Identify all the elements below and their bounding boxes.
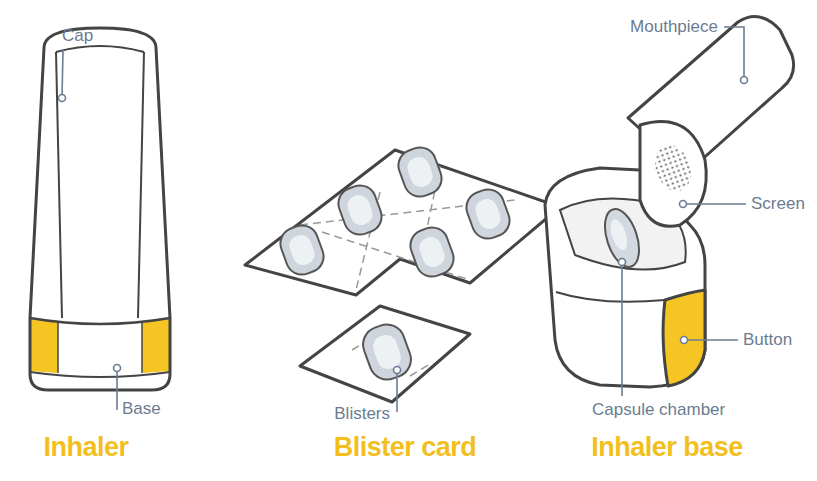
leader-line (62, 50, 63, 98)
part-label: Base (122, 399, 161, 419)
leader-dot (741, 77, 748, 84)
blister-dome (462, 185, 514, 243)
yellow-band (142, 318, 169, 373)
blister-highlight (417, 234, 448, 270)
blister-highlight (345, 192, 376, 228)
leader-dot (680, 201, 687, 208)
leader-dot (619, 259, 626, 266)
leader-line (116, 368, 118, 410)
leader-dot (114, 365, 121, 372)
figure-title: Inhaler base (591, 432, 743, 463)
figure-title: Inhaler (43, 432, 128, 463)
screen-mesh (649, 140, 697, 197)
part-label: Blisters (334, 404, 390, 424)
part-label: Screen (751, 194, 805, 214)
part-label: Mouthpiece (630, 17, 718, 37)
blister (334, 181, 386, 239)
part-label: Button (743, 330, 792, 350)
blister-highlight (370, 332, 404, 372)
part-label: Capsule chamber (592, 400, 725, 420)
cap-face-line (138, 52, 144, 318)
closed-inhaler (30, 28, 170, 390)
inhaler-body-fill (30, 28, 170, 390)
button-shape (663, 290, 705, 386)
capsule-chamber (598, 205, 645, 271)
capsule-chamber-well (598, 205, 645, 271)
blister-card (245, 143, 560, 402)
leader-dot (59, 95, 66, 102)
leader-dot (394, 367, 401, 374)
blister (462, 185, 514, 243)
part-label: Cap (62, 26, 93, 46)
leader-lines (62, 27, 746, 412)
blister-dome (358, 319, 416, 384)
blister-dome (334, 181, 386, 239)
figure-title: Blister card (334, 432, 477, 463)
screen-lid (640, 122, 706, 227)
blister-highlight (405, 154, 436, 190)
blister-dome (276, 221, 328, 279)
single-blister-sheet (300, 306, 470, 402)
blister (358, 319, 416, 384)
blister-highlight (473, 196, 504, 232)
cap-face-line (56, 46, 144, 52)
leader-dot (681, 337, 688, 344)
cap-seam (30, 318, 170, 324)
leader-line (396, 372, 398, 412)
base-housing (545, 168, 705, 387)
leader-line (683, 203, 746, 205)
leader-line (724, 27, 744, 78)
blister (276, 221, 328, 279)
inhaler-outline (30, 28, 170, 390)
leader-line (621, 262, 623, 396)
leader-line (684, 339, 738, 341)
housing-line (556, 292, 665, 302)
yellow-band (31, 318, 58, 373)
blister-dome (394, 143, 446, 201)
capsule-highlight (607, 217, 630, 252)
leader-dots (59, 77, 748, 374)
blister-highlight (287, 232, 318, 268)
blister (406, 223, 458, 281)
blister-dome (406, 223, 458, 281)
blister (394, 143, 446, 201)
band-edge (58, 322, 142, 373)
cap-face-line (56, 52, 62, 318)
base-edge (30, 372, 170, 377)
